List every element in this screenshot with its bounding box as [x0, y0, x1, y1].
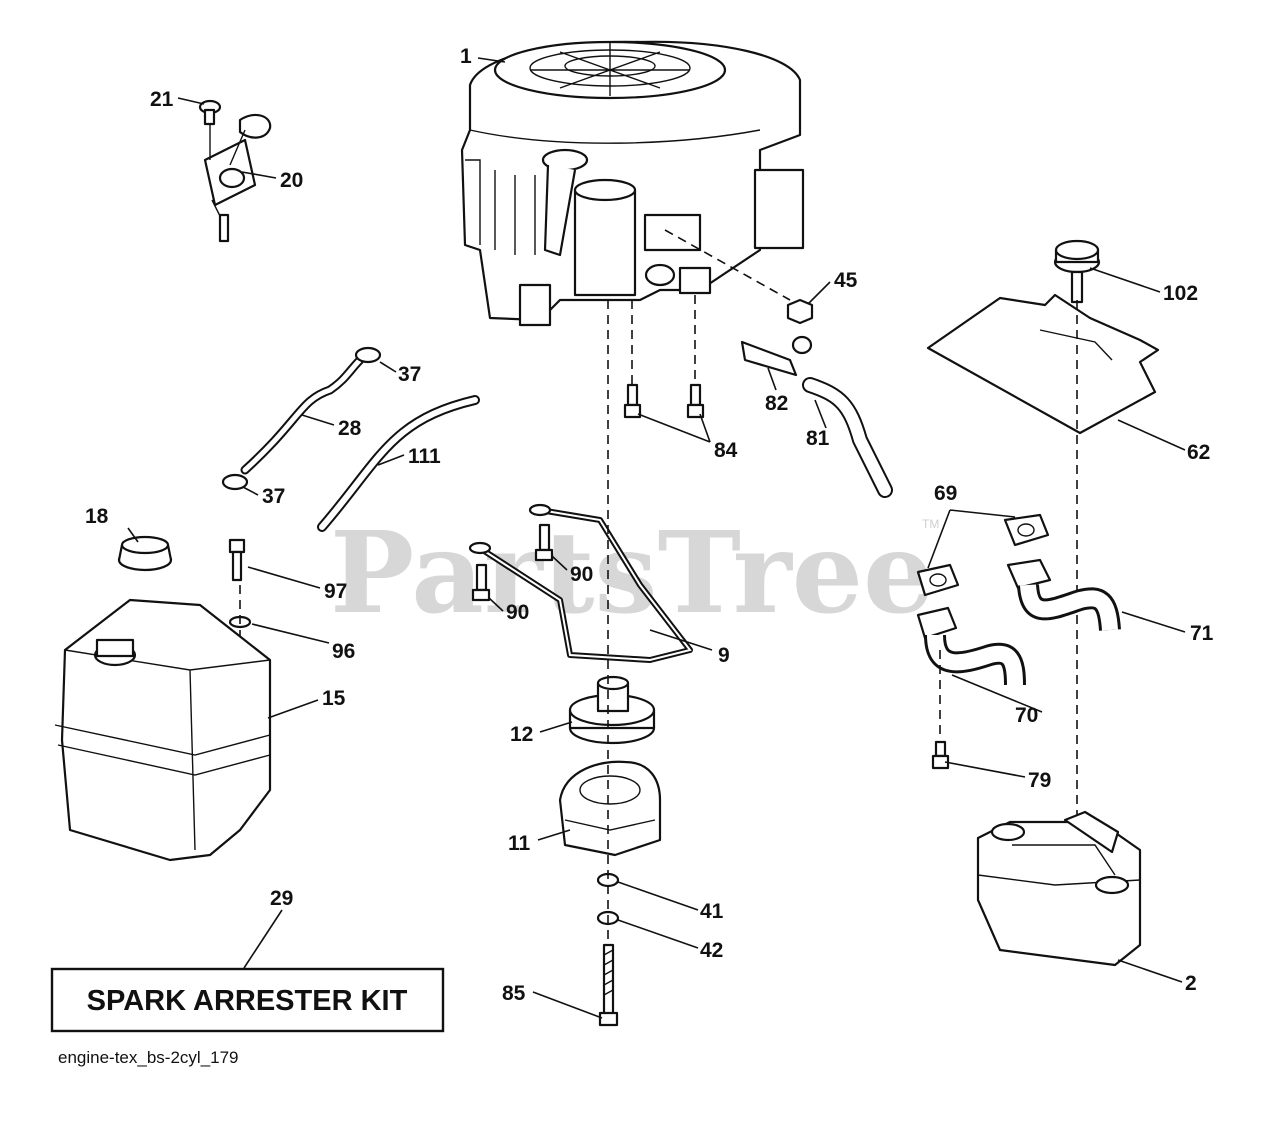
callout-81: 81: [806, 427, 830, 450]
spark-arrester-kit-box: [50, 967, 445, 1033]
callout-96: 96: [332, 640, 355, 663]
fuel-valve-part: [740, 335, 813, 377]
throttle-control-part: [203, 113, 272, 243]
muffler-part: [976, 810, 1142, 967]
exhaust-pipe-70-part: [916, 606, 1026, 686]
fuel-tank-part: [54, 598, 272, 862]
exhaust-pipe-71-part: [1006, 558, 1121, 632]
heat-shield-part: [926, 293, 1160, 435]
gasket-69-part: [916, 513, 1050, 597]
drawing-id: engine-tex_bs-2cyl_179: [58, 1048, 239, 1067]
callout-79: 79: [1028, 769, 1051, 792]
callout-42: 42: [700, 939, 723, 962]
bolt-79-part: [931, 740, 950, 770]
callout-70: 70: [1015, 704, 1038, 727]
spark-arrester-kit-label: SPARK ARRESTER KIT: [87, 985, 408, 1017]
fuel-hose-111-part: [317, 395, 480, 532]
callout-102: 102: [1163, 282, 1198, 305]
callout-28: 28: [338, 417, 362, 440]
callout-37-bottom: 37: [262, 485, 285, 508]
callout-21: 21: [150, 88, 174, 111]
fuel-cap-part: [117, 535, 173, 572]
bolt-21-part: [198, 99, 222, 160]
callout-leaders: [127, 57, 1186, 1019]
callout-11: 11: [508, 832, 531, 855]
callout-85: 85: [502, 982, 526, 1005]
screw-97-part: [228, 538, 246, 582]
callout-1: 1: [460, 45, 472, 68]
callout-9: 9: [718, 644, 730, 667]
knob-102-part: [1053, 239, 1101, 304]
callout-69: 69: [934, 482, 957, 505]
callout-97: 97: [324, 580, 347, 603]
watermark-trademark: TM: [922, 517, 939, 531]
callout-84: 84: [714, 439, 738, 462]
engine-part: [460, 40, 805, 327]
callout-71: 71: [1190, 622, 1214, 645]
callout-62: 62: [1187, 441, 1210, 464]
bolt-85-part: [598, 943, 619, 1027]
pulley-part: [568, 675, 656, 745]
callout-90-left: 90: [506, 601, 529, 624]
callout-82: 82: [765, 392, 788, 415]
belt-guide-part: [468, 503, 693, 663]
callout-45: 45: [834, 269, 858, 292]
callout-111: 111: [408, 445, 441, 468]
callout-41: 41: [700, 900, 724, 923]
pto-clutch-part: [558, 760, 662, 857]
bolt-84-part: [623, 383, 705, 419]
callout-labels: 1 2 9 11 12 15 18 20 21 28 29 37 37 41 4…: [85, 45, 1214, 1005]
nut-45-axis: [664, 229, 791, 301]
callout-12: 12: [510, 723, 533, 746]
nut-45-part: [786, 298, 814, 325]
callout-90-right: 90: [570, 563, 593, 586]
fuel-hose-81-part: [802, 377, 893, 498]
callout-20: 20: [280, 169, 303, 192]
callout-37-top: 37: [398, 363, 421, 386]
callout-2: 2: [1185, 972, 1197, 995]
callout-29: 29: [270, 887, 293, 910]
screw-90-part: [471, 523, 554, 602]
callout-18: 18: [85, 505, 109, 528]
callout-15: 15: [322, 687, 346, 710]
